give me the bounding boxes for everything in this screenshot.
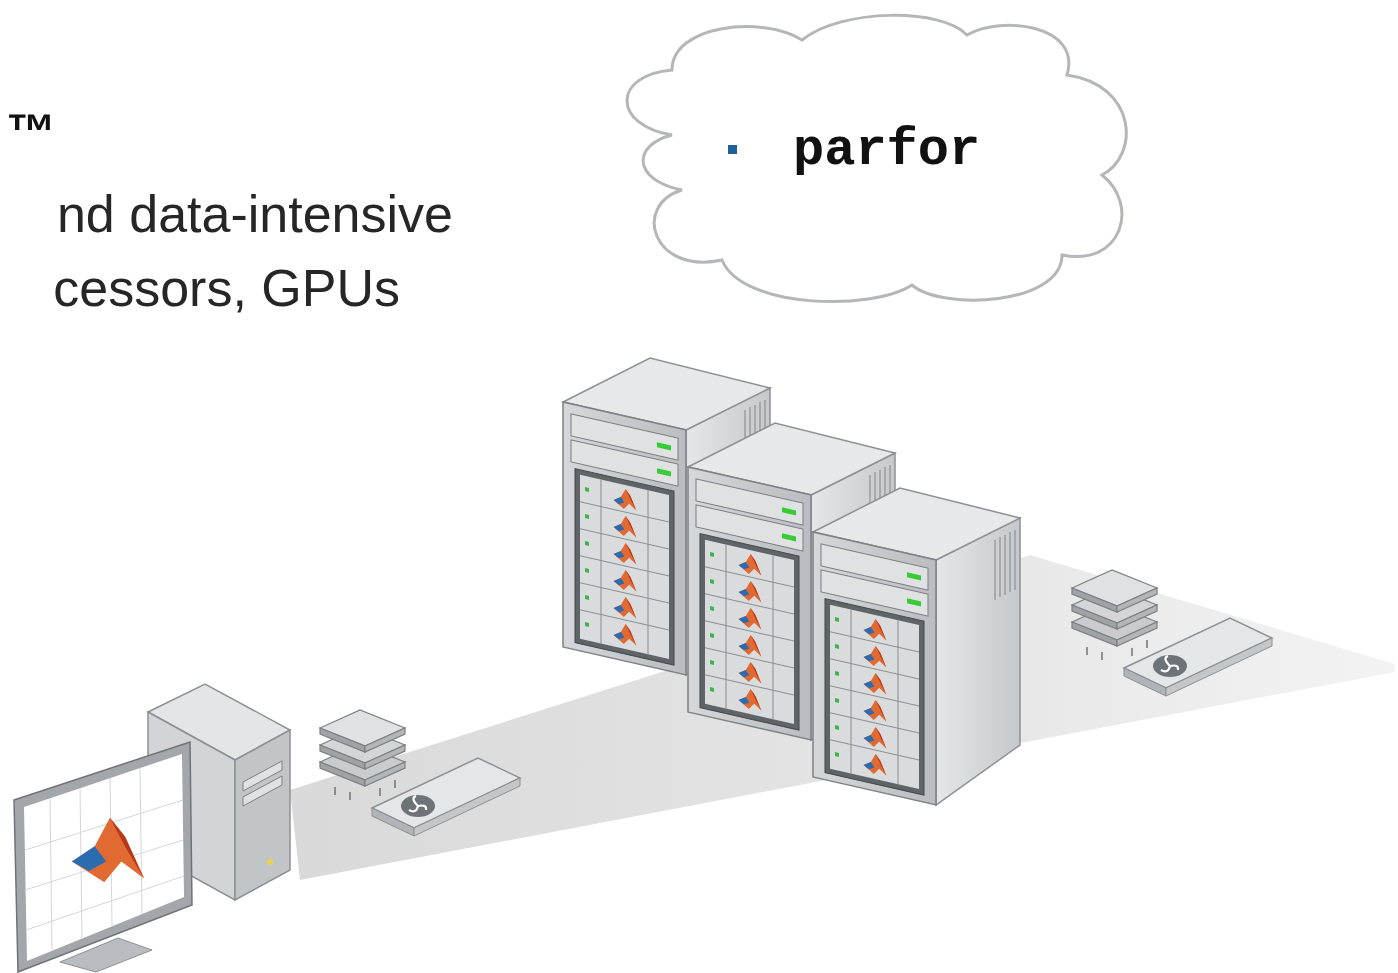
multicore-and-gpu-icons bbox=[320, 570, 1272, 836]
illustration-part bbox=[1072, 570, 1272, 696]
illustration-part bbox=[235, 730, 290, 900]
illustration-part bbox=[72, 818, 144, 883]
desktop-computer bbox=[14, 684, 290, 972]
slide-bullet-text: cessors, GPUs bbox=[53, 262, 400, 314]
illustration-part bbox=[320, 710, 520, 836]
server-racks bbox=[563, 358, 1020, 805]
thought-cloud: parfor bbox=[612, 5, 1142, 315]
illustration-part bbox=[26, 876, 184, 930]
illustration-part bbox=[14, 742, 192, 972]
code-keyword: parfor bbox=[793, 122, 980, 179]
bullet-square bbox=[728, 145, 737, 154]
illustration-part bbox=[24, 754, 184, 961]
illustration-part bbox=[243, 776, 282, 806]
illustration-part bbox=[25, 768, 184, 950]
slide-bullet-text: nd data-intensive bbox=[57, 188, 453, 240]
illustration-part bbox=[813, 488, 1020, 805]
illustration-part bbox=[140, 768, 142, 914]
illustration-part bbox=[50, 798, 52, 950]
cloud-shape bbox=[627, 15, 1126, 301]
trademark: ™ bbox=[6, 107, 56, 157]
illustration-part bbox=[267, 859, 273, 865]
